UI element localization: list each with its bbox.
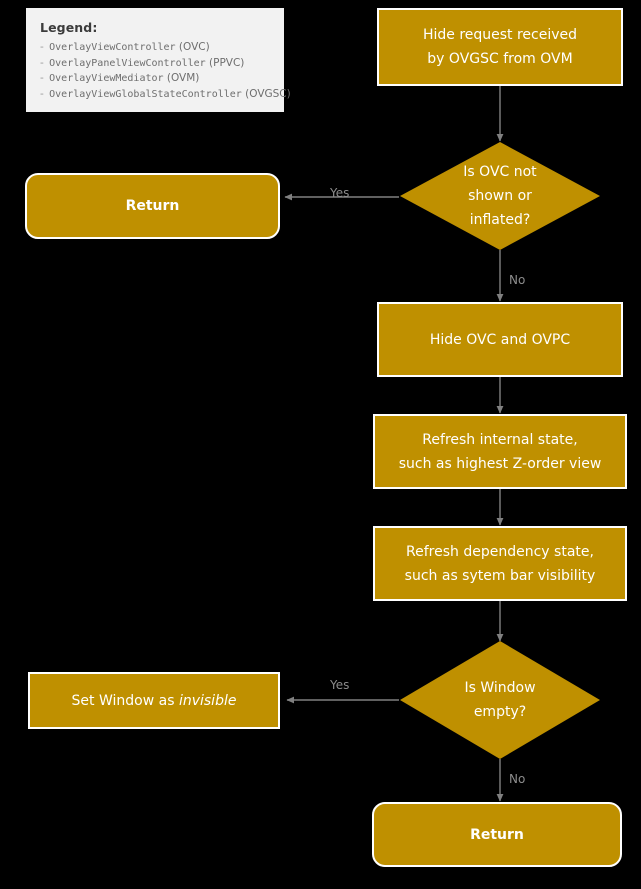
legend-bullet-icon: - — [40, 41, 44, 53]
legend-item: - OverlayViewMediator (OVM) — [40, 71, 270, 87]
legend-abbreviation: (OVC) — [178, 41, 210, 53]
node-start-text: Hide request received by OVGSC from OVM — [423, 23, 577, 71]
node-refresh-dependency-state[interactable]: Refresh dependency state, such as sytem … — [373, 526, 627, 601]
set-invisible-prefix: Set Window as — [71, 692, 179, 709]
legend-class-name: OverlayViewGlobalStateController — [49, 88, 242, 100]
legend-bullet-icon: - — [40, 87, 44, 100]
edge-label-ovc-yes: Yes — [330, 186, 350, 200]
legend-class-name: OverlayViewMediator — [49, 73, 164, 84]
node-set-window-invisible[interactable]: Set Window as invisible — [28, 672, 280, 729]
refresh-dependency-line1: Refresh dependency state, — [406, 543, 594, 560]
legend-item: - OverlayViewController (OVC) — [40, 40, 270, 56]
node-refresh-dependency-text: Refresh dependency state, such as sytem … — [405, 540, 596, 588]
legend-bullet-icon: - — [40, 56, 44, 69]
edge-label-window-no: No — [509, 772, 526, 786]
node-hide-ovc-and-ovpc[interactable]: Hide OVC and OVPC — [377, 302, 623, 377]
node-decision-is-window-empty[interactable]: Is Window empty? — [400, 641, 600, 759]
edge-label-window-yes: Yes — [330, 678, 350, 692]
legend-panel: Legend: - OverlayViewController (OVC) - … — [26, 8, 291, 112]
legend-abbreviation: (OVM) — [166, 72, 200, 84]
node-start-line2: by OVGSC from OVM — [427, 51, 573, 67]
diamond-shape-icon — [400, 142, 600, 250]
node-refresh-internal-state[interactable]: Refresh internal state, such as highest … — [373, 414, 627, 489]
refresh-internal-line2: such as highest Z-order view — [398, 455, 602, 472]
node-start[interactable]: Hide request received by OVGSC from OVM — [377, 8, 623, 86]
legend-item: - OverlayViewGlobalStateController (OVGS… — [40, 87, 291, 103]
node-return-end-label: Return — [470, 826, 524, 843]
refresh-internal-line1: Refresh internal state, — [422, 431, 578, 448]
diamond-shape-icon — [400, 641, 600, 759]
node-set-window-text: Set Window as invisible — [72, 689, 237, 713]
node-return-early[interactable]: Return — [25, 173, 280, 239]
set-invisible-emphasis: invisible — [178, 692, 237, 709]
node-start-line1: Hide request received — [422, 27, 578, 43]
node-refresh-internal-text: Refresh internal state, such as highest … — [399, 428, 602, 476]
node-decision-is-ovc-not-shown[interactable]: Is OVC not shown or inflated? — [400, 142, 600, 250]
legend-abbreviation: (PPVC) — [209, 56, 245, 69]
refresh-dependency-line2: such as sytem bar visibility — [404, 567, 596, 584]
edge-label-ovc-no: No — [509, 273, 526, 287]
node-return-end[interactable]: Return — [372, 802, 622, 867]
legend-item: - OverlayPanelViewController (PPVC) — [40, 56, 270, 72]
legend-title: Legend: — [40, 20, 98, 35]
legend-class-name: OverlayPanelViewController — [49, 57, 206, 69]
node-return-early-label: Return — [125, 198, 180, 214]
legend-abbreviation: (OVGSC) — [245, 87, 291, 100]
legend-bullet-icon: - — [40, 72, 44, 84]
node-hide-ovc-label: Hide OVC and OVPC — [429, 331, 571, 348]
legend-list: - OverlayViewController (OVC) - OverlayP… — [40, 40, 291, 103]
legend-class-name: OverlayViewController — [49, 42, 176, 53]
